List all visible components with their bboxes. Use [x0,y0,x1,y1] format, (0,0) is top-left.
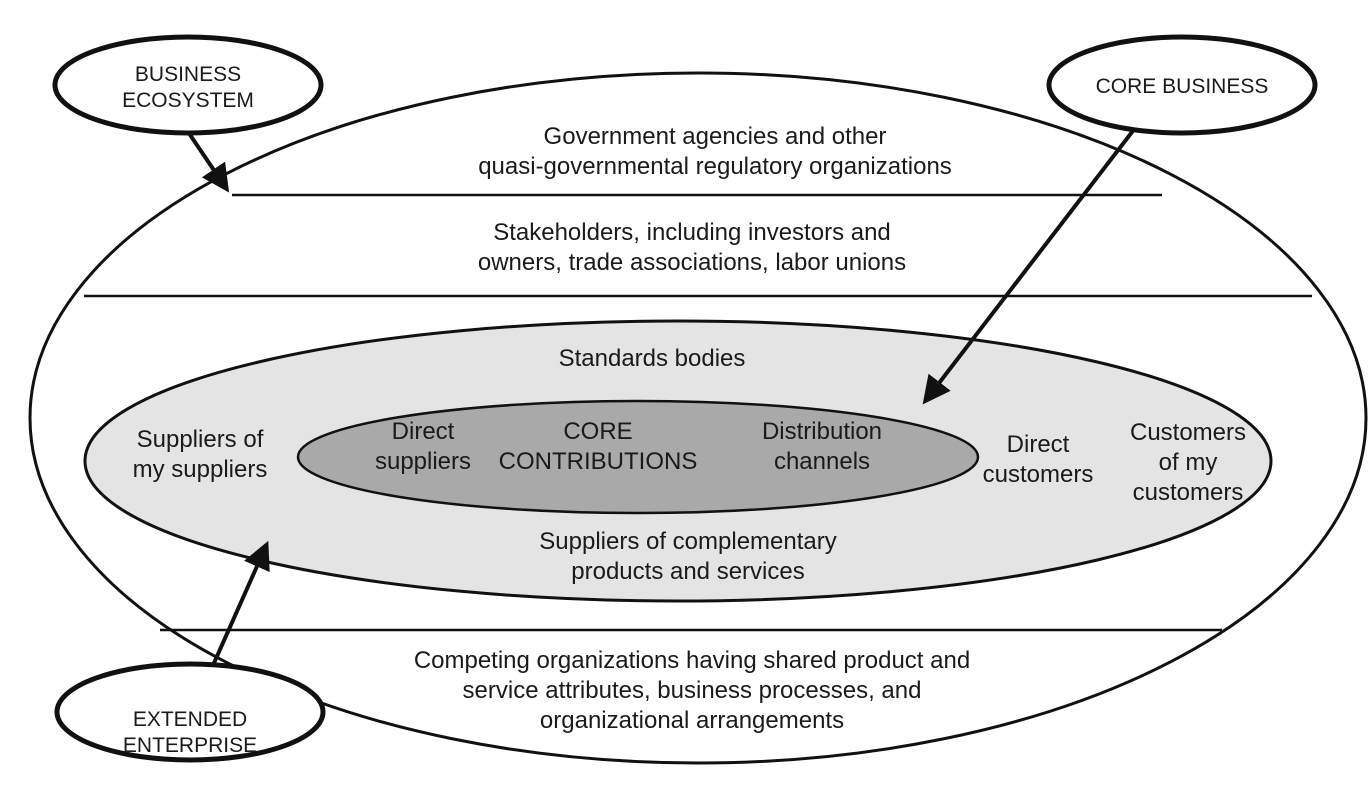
direct-customers-line-1: Direct [1007,431,1070,458]
core-contributions-label: CORE CONTRIBUTIONS [499,418,698,475]
callout-extended-enterprise-label: EXTENDED ENTERPRISE [123,708,257,757]
distribution-channels-line-1: Distribution [762,418,882,445]
distribution-channels-line-2: channels [774,448,870,475]
customers-of-customers-line-3: customers [1133,479,1244,506]
complementary-suppliers-line-1: Suppliers of complementary [539,528,836,555]
direct-customers-label: Direct customers [983,431,1094,488]
callout-extended-enterprise-line-1: EXTENDED [133,708,247,731]
callout-business-ecosystem-label: BUSINESS ECOSYSTEM [122,63,254,112]
callout-business-ecosystem-line-2: ECOSYSTEM [122,89,254,112]
callout-core-business-oval [1046,34,1318,136]
core-contributions-line-1: CORE [563,418,632,445]
standards-bodies-label: Standards bodies [559,345,746,372]
arrow-core-business [922,104,1154,405]
direct-suppliers-line-2: suppliers [375,448,471,475]
core-business-ellipse [296,399,980,515]
band-competing-line-1: Competing organizations having shared pr… [414,647,970,674]
band-competing-line-2: service attributes, business processes, … [463,677,922,704]
callout-extended-enterprise-line-2: ENTERPRISE [123,734,257,757]
customers-of-customers-line-1: Customers [1130,419,1246,446]
callout-extended-enterprise-oval [54,661,326,763]
callout-business-ecosystem-oval [52,34,324,136]
band-competing-label: Competing organizations having shared pr… [414,647,970,734]
standards-bodies-line-1: Standards bodies [559,345,746,372]
distribution-channels-label: Distribution channels [762,418,882,475]
band-government-line-1: Government agencies and other [544,123,887,150]
suppliers-of-suppliers-label: Suppliers of my suppliers [133,426,268,483]
callout-core-business-line-1: CORE BUSINESS [1096,75,1269,98]
callout-business-ecosystem-line-1: BUSINESS [135,63,241,86]
callout-core-business-label: CORE BUSINESS [1096,75,1269,98]
direct-suppliers-line-1: Direct [392,418,455,445]
band-stakeholders-line-1: Stakeholders, including investors and [493,219,891,246]
complementary-suppliers-label: Suppliers of complementary products and s… [539,528,836,585]
band-stakeholders-line-2: owners, trade associations, labor unions [478,249,906,276]
band-competing-line-3: organizational arrangements [540,707,844,734]
band-government-label: Government agencies and other quasi-gover… [478,123,952,180]
suppliers-of-suppliers-line-2: my suppliers [133,456,268,483]
customers-of-customers-line-2: of my [1159,449,1218,476]
suppliers-of-suppliers-line-1: Suppliers of [137,426,264,453]
band-government-line-2: quasi-governmental regulatory organizati… [478,153,952,180]
band-stakeholders-label: Stakeholders, including investors and own… [478,219,906,276]
core-contributions-line-2: CONTRIBUTIONS [499,448,698,475]
direct-customers-line-2: customers [983,461,1094,488]
direct-suppliers-label: Direct suppliers [375,418,471,475]
customers-of-customers-label: Customers of my customers [1130,419,1246,506]
complementary-suppliers-line-2: products and services [571,558,804,585]
